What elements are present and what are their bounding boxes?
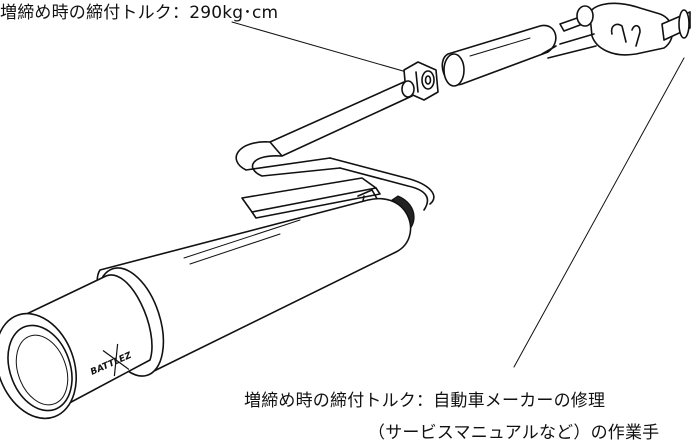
front-pipe-section	[547, 2, 691, 59]
center-silencer	[441, 24, 557, 87]
bottom-leader-line	[513, 57, 685, 368]
s-bend-pipe	[235, 141, 435, 219]
top-leader-line	[231, 21, 425, 78]
bottom-torque-label-line2: （サービスマニュアルなど）の作業手	[368, 423, 660, 443]
top-torque-label: 増締め時の締付トルク：290kg･cm	[0, 3, 279, 23]
connecting-pipe	[269, 80, 415, 157]
bottom-torque-label-line1: 増締め時の締付トルク：自動車メーカーの修理	[244, 391, 606, 411]
tail-tip	[0, 274, 153, 420]
